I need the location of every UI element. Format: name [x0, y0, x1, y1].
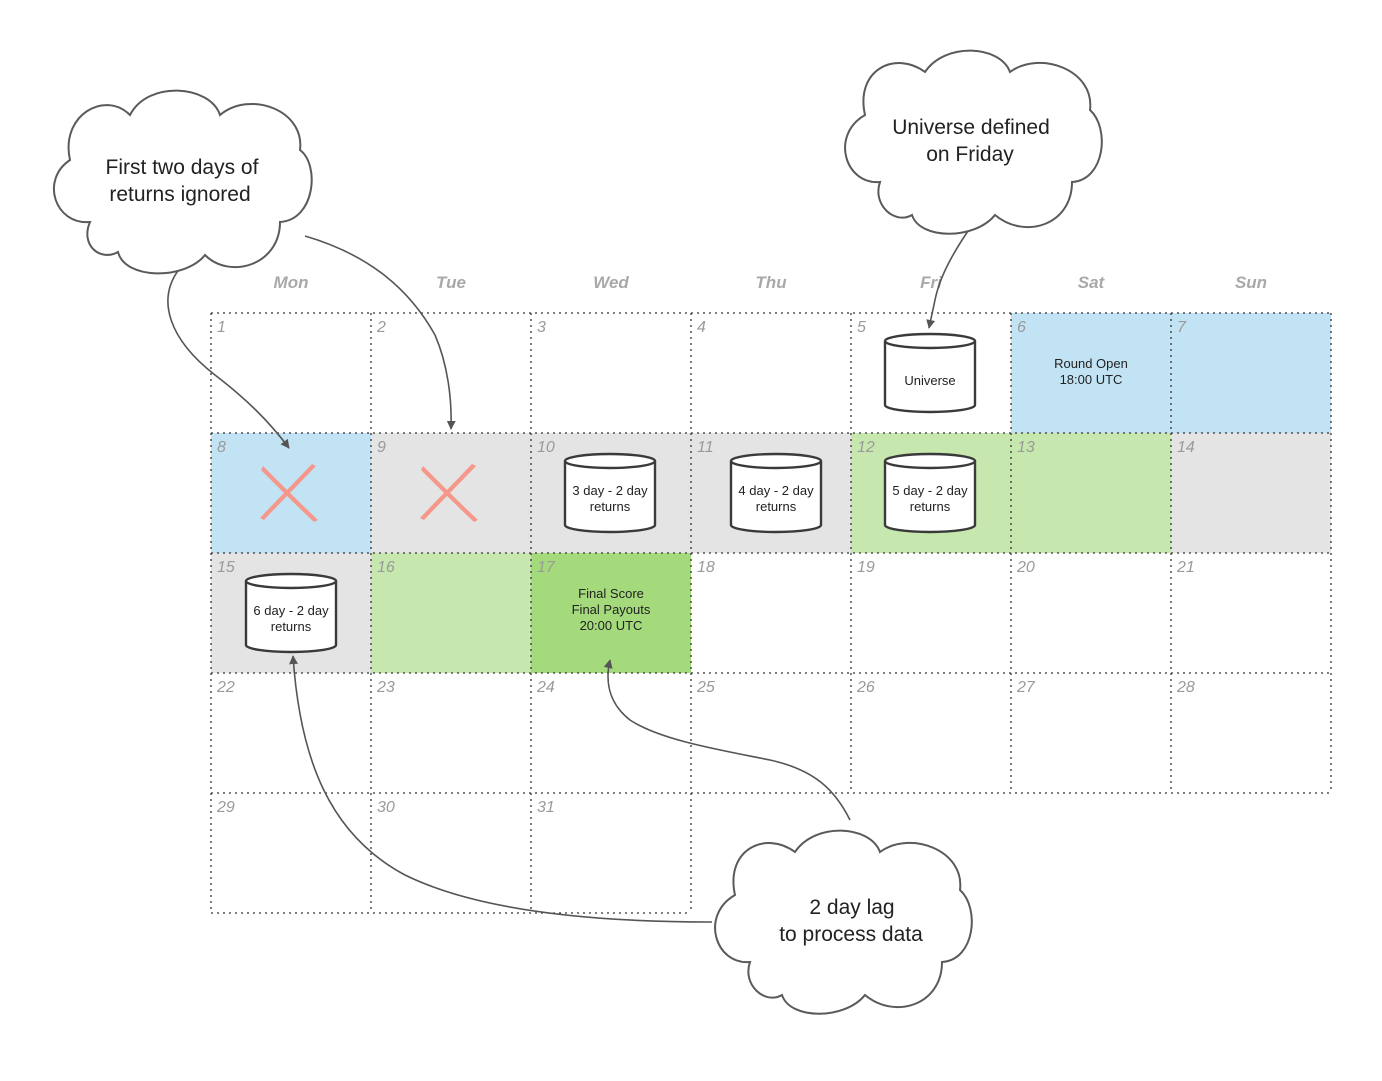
calendar-grid — [210, 312, 1332, 914]
day-number-25: 25 — [696, 679, 715, 696]
cloud-universe-line2: on Friday — [926, 143, 1014, 166]
arrow-to-day-15 — [289, 655, 713, 923]
cloud-returns-ignored: First two days of returns ignored — [52, 89, 313, 275]
universe-db-label: Universe — [904, 373, 955, 388]
day-number-30: 30 — [377, 799, 395, 816]
cell-fill-13 — [1011, 433, 1171, 553]
returns-6day-line2: returns — [271, 619, 312, 634]
day-number-8: 8 — [217, 439, 226, 456]
arrow-to-universe — [926, 227, 971, 329]
cell-fill-17 — [531, 553, 691, 673]
day-number-11: 11 — [697, 439, 714, 456]
returns-4day-database-icon: 4 day - 2 day returns — [729, 452, 823, 534]
cross-icon-day-8 — [260, 464, 318, 522]
cell-fill-6 — [1011, 313, 1171, 433]
cell-fill-16 — [371, 553, 531, 673]
day-number-12: 12 — [857, 439, 875, 456]
day-numbers: 1 2 3 4 5 6 7 8 9 10 11 12 13 14 15 16 1… — [216, 319, 1195, 816]
final-payouts-label: Final Payouts — [572, 602, 651, 617]
weekday-sat: Sat — [1078, 273, 1106, 292]
day-number-5: 5 — [857, 319, 866, 336]
round-open-label: Round Open — [1054, 356, 1128, 371]
returns-3day-database-icon: 3 day - 2 day returns — [563, 452, 657, 534]
returns-3day-line2: returns — [590, 499, 631, 514]
cloud-lag-line1: 2 day lag — [809, 896, 894, 919]
returns-5day-line2: returns — [910, 499, 951, 514]
day-number-24: 24 — [536, 679, 555, 696]
weekday-fri: Fri — [920, 273, 943, 292]
day-number-9: 9 — [377, 439, 386, 456]
weekday-thu: Thu — [755, 273, 787, 292]
cloud-returns-ignored-line2: returns ignored — [109, 183, 250, 206]
day-number-20: 20 — [1016, 559, 1035, 576]
cloud-processing-lag: 2 day lag to process data — [714, 829, 973, 1015]
day-number-10: 10 — [537, 439, 555, 456]
cloud-universe-line1: Universe defined — [892, 116, 1050, 139]
day-number-14: 14 — [1177, 439, 1195, 456]
arrow-to-day-8 — [167, 267, 290, 449]
day-number-4: 4 — [697, 319, 706, 336]
cloud-lag-line2: to process data — [779, 923, 923, 946]
day-number-15: 15 — [217, 559, 235, 576]
cloud-returns-ignored-line1: First two days of — [106, 156, 259, 179]
day-number-27: 27 — [1016, 679, 1036, 696]
day-number-22: 22 — [216, 679, 235, 696]
day-number-28: 28 — [1176, 679, 1195, 696]
day-number-26: 26 — [856, 679, 875, 696]
round-open-time: 18:00 UTC — [1060, 372, 1123, 387]
cell-fill-8 — [211, 433, 371, 553]
cell-fill-9 — [371, 433, 531, 553]
weekday-tue: Tue — [436, 273, 466, 292]
day-number-13: 13 — [1017, 439, 1035, 456]
returns-4day-line2: returns — [756, 499, 797, 514]
returns-6day-database-icon: 6 day - 2 day returns — [244, 572, 338, 654]
cell-fill-14 — [1171, 433, 1331, 553]
annotation-arrows — [167, 227, 971, 923]
day-number-31: 31 — [537, 799, 555, 816]
day-number-7: 7 — [1177, 319, 1187, 336]
returns-4day-line1: 4 day - 2 day — [738, 483, 814, 498]
returns-5day-database-icon: 5 day - 2 day returns — [883, 452, 977, 534]
weekday-wed: Wed — [593, 273, 629, 292]
cell-fill-7 — [1171, 313, 1331, 433]
cross-icon-day-9 — [420, 464, 478, 522]
arrow-to-day-17 — [603, 659, 851, 821]
day-number-16: 16 — [377, 559, 395, 576]
cell-fills — [211, 313, 1331, 673]
final-payouts-time: 20:00 UTC — [580, 618, 643, 633]
day-number-2: 2 — [376, 319, 386, 336]
returns-5day-line1: 5 day - 2 day — [892, 483, 968, 498]
universe-database-icon: Universe — [883, 332, 977, 414]
returns-3day-line1: 3 day - 2 day — [572, 483, 648, 498]
day-number-21: 21 — [1176, 559, 1195, 576]
weekday-sun: Sun — [1235, 273, 1267, 292]
returns-6day-line1: 6 day - 2 day — [253, 603, 329, 618]
day-number-29: 29 — [216, 799, 235, 816]
cloud-universe-defined: Universe defined on Friday — [844, 49, 1103, 235]
final-score-label: Final Score — [578, 586, 644, 601]
day-number-23: 23 — [376, 679, 395, 696]
day-number-17: 17 — [537, 559, 556, 576]
weekday-header-row: Mon Tue Wed Thu Fri Sat Sun — [274, 273, 1268, 292]
day-number-6: 6 — [1017, 319, 1026, 336]
final-score-note: Final Score Final Payouts 20:00 UTC — [572, 586, 651, 633]
day-number-19: 19 — [857, 559, 875, 576]
day-number-1: 1 — [217, 319, 226, 336]
round-open-note: Round Open 18:00 UTC — [1054, 356, 1128, 387]
day-number-18: 18 — [697, 559, 715, 576]
day-number-3: 3 — [537, 319, 546, 336]
weekday-mon: Mon — [274, 273, 309, 292]
arrow-to-day-9 — [304, 235, 456, 430]
